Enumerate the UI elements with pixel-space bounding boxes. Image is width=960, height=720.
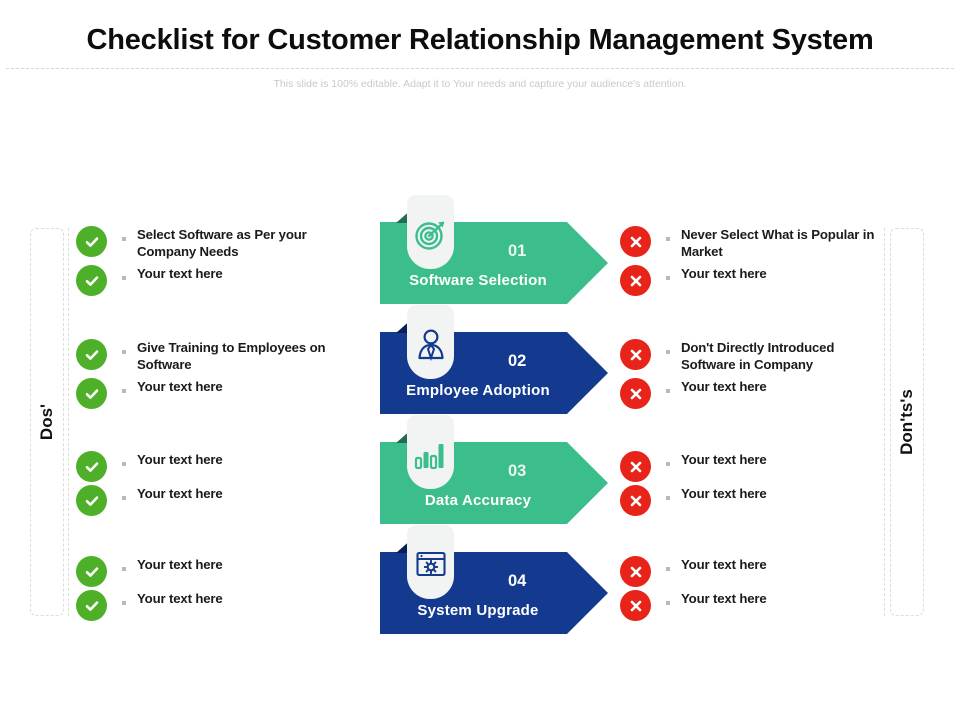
check-circle-icon: [76, 485, 107, 516]
list-item-label: Your text here: [137, 452, 223, 467]
bullet-dot: [122, 350, 126, 354]
list-item-label: Select Software as Per your Company Need…: [137, 227, 307, 259]
cross-circle-icon: [620, 485, 651, 516]
list-item[interactable]: Your text here: [620, 265, 890, 299]
list-item-label: Your text here: [681, 557, 767, 572]
process-step-1[interactable]: 01 Software Selection: [380, 195, 608, 304]
list-item-label: Your text here: [137, 486, 223, 501]
step-label: System Upgrade: [417, 602, 539, 619]
cross-circle-icon: [620, 265, 651, 296]
check-circle-icon: [76, 556, 107, 587]
title-divider: [6, 68, 954, 69]
bullet-dot: [666, 462, 670, 466]
list-item-label: Your text here: [681, 266, 767, 281]
list-item[interactable]: Give Training to Employees on Software: [76, 339, 366, 373]
dos-column-divider: [68, 228, 69, 616]
list-item[interactable]: Your text here: [620, 556, 890, 590]
list-item[interactable]: Don't Directly Introduced Software in Co…: [620, 339, 890, 373]
list-item[interactable]: Select Software as Per your Company Need…: [76, 226, 366, 260]
cross-circle-icon: [620, 339, 651, 370]
cross-circle-icon: [620, 378, 651, 409]
page-title: Checklist for Customer Relationship Mana…: [86, 24, 874, 56]
check-circle-icon: [76, 265, 107, 296]
donts-column-divider: [884, 228, 885, 616]
person-user-icon: [407, 305, 454, 379]
bullet-dot: [666, 389, 670, 393]
bullet-dot: [666, 601, 670, 605]
bullet-dot: [666, 350, 670, 354]
bullet-dot: [122, 462, 126, 466]
bullet-dot: [666, 276, 670, 280]
list-item-label: Don't Directly Introduced Software in Co…: [681, 340, 835, 372]
bullet-dot: [666, 496, 670, 500]
check-circle-icon: [76, 226, 107, 257]
bullet-dot: [122, 601, 126, 605]
list-item-label: Your text here: [681, 591, 767, 606]
process-step-4[interactable]: 04 System Upgrade: [380, 525, 608, 634]
step-label: Data Accuracy: [424, 492, 532, 509]
cross-circle-icon: [620, 451, 651, 482]
bullet-dot: [122, 237, 126, 241]
process-step-2[interactable]: 02 Employee Adoption: [380, 305, 608, 414]
donts-label: Don'ts's: [897, 389, 916, 455]
list-item[interactable]: Your text here: [76, 590, 366, 624]
step-number: 02: [508, 352, 527, 370]
check-circle-icon: [76, 451, 107, 482]
check-circle-icon: [76, 590, 107, 621]
list-item-label: Your text here: [137, 591, 223, 606]
list-item[interactable]: Your text here: [76, 485, 366, 519]
list-item-label: Your text here: [137, 557, 223, 572]
step-label: Employee Adoption: [406, 382, 550, 399]
bar-chart-icon: [407, 415, 454, 489]
step-number: 04: [508, 572, 527, 590]
step-label: Software Selection: [409, 272, 547, 289]
bullet-dot: [666, 567, 670, 571]
list-item-label: Your text here: [137, 379, 223, 394]
step-number: 03: [508, 462, 527, 480]
list-item[interactable]: Your text here: [76, 556, 366, 590]
list-item[interactable]: Your text here: [76, 451, 366, 485]
list-item[interactable]: Your text here: [620, 485, 890, 519]
list-item-label: Your text here: [137, 266, 223, 281]
cross-circle-icon: [620, 590, 651, 621]
bullet-dot: [122, 567, 126, 571]
list-item[interactable]: Your text here: [76, 265, 366, 299]
window-gear-settings-icon: [407, 525, 454, 599]
list-item-label: Give Training to Employees on Software: [137, 340, 326, 372]
list-item[interactable]: Your text here: [76, 378, 366, 412]
list-item-label: Your text here: [681, 486, 767, 501]
check-circle-icon: [76, 339, 107, 370]
list-item[interactable]: Your text here: [620, 378, 890, 412]
cross-circle-icon: [620, 226, 651, 257]
cross-circle-icon: [620, 556, 651, 587]
list-item-label: Never Select What is Popular in Market: [681, 227, 875, 259]
step-number: 01: [508, 242, 527, 260]
list-item[interactable]: Never Select What is Popular in Market: [620, 226, 890, 260]
list-item-label: Your text here: [681, 452, 767, 467]
target-dartboard-icon: [407, 195, 454, 269]
process-step-3[interactable]: 03 Data Accuracy: [380, 415, 608, 524]
bullet-dot: [666, 237, 670, 241]
dos-side-panel: Dos': [30, 228, 64, 616]
bullet-dot: [122, 389, 126, 393]
bullet-dot: [122, 276, 126, 280]
donts-side-panel: Don'ts's: [890, 228, 924, 616]
list-item-label: Your text here: [681, 379, 767, 394]
check-circle-icon: [76, 378, 107, 409]
bullet-dot: [122, 496, 126, 500]
list-item[interactable]: Your text here: [620, 451, 890, 485]
page-subtitle: This slide is 100% editable. Adapt it to…: [273, 78, 687, 90]
dos-label: Dos': [37, 403, 56, 441]
list-item[interactable]: Your text here: [620, 590, 890, 624]
